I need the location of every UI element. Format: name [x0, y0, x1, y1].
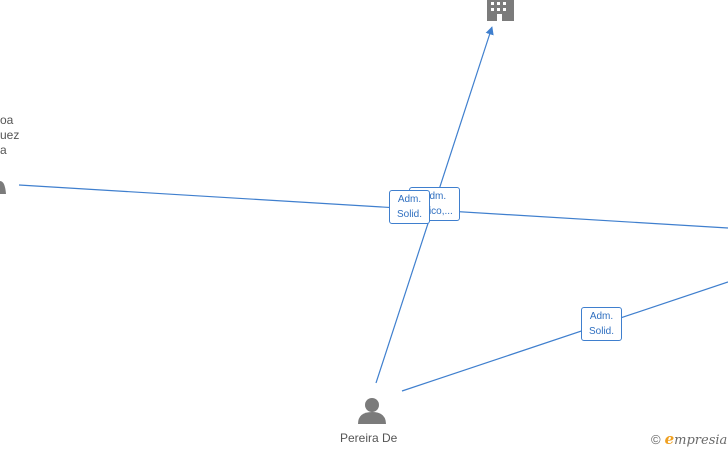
person-icon[interactable] [358, 398, 386, 424]
person-bottom-label: Pereira De [340, 431, 398, 445]
edge-label-adm-solid-right[interactable]: Adm. Solid. [581, 307, 622, 341]
building-icon[interactable] [487, 0, 514, 21]
copyright-symbol: © [651, 431, 661, 447]
brand-name: empresia [664, 430, 728, 448]
empresia-watermark: © empresia [651, 430, 727, 448]
person-left-label: oa uez a [0, 113, 20, 157]
edge-bottom-person-to-right [401, 281, 728, 392]
person-icon[interactable] [0, 181, 6, 194]
edge-left-person-to-right [18, 184, 728, 229]
edge-label-adm-solid-center[interactable]: Adm. Solid. [389, 190, 430, 224]
